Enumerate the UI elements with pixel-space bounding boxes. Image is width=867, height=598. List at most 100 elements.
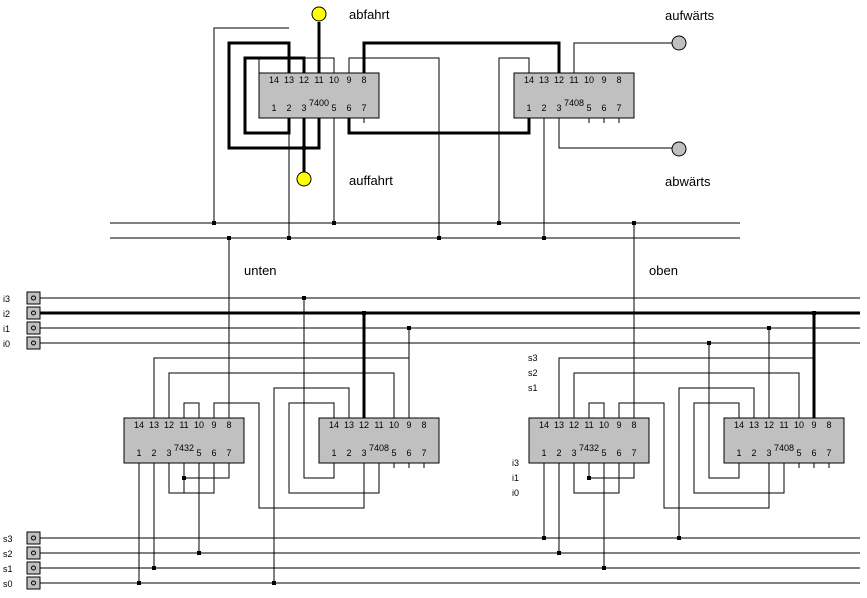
switch-s2[interactable] [26, 546, 41, 560]
wires [40, 22, 860, 584]
switch-i2[interactable] [26, 306, 41, 320]
side-label-i0: i0 [512, 488, 519, 498]
pin-label: 13 [749, 420, 759, 430]
label-abfahrt: abfahrt [349, 7, 390, 22]
pin-label: 6 [346, 103, 351, 113]
pin-label: 11 [569, 75, 578, 85]
input-label-s1: s1 [3, 564, 13, 574]
pin-label: 5 [196, 448, 201, 458]
pin-label: 5 [796, 448, 801, 458]
pin-label: 10 [584, 75, 594, 85]
pin-label: 5 [331, 103, 336, 113]
label-auffahrt: auffahrt [349, 173, 393, 188]
led-abwaerts[interactable] [671, 141, 687, 157]
pin-label: 9 [211, 420, 216, 430]
label-oben: oben [649, 263, 678, 278]
pin-label: 1 [736, 448, 741, 458]
chip-body [318, 417, 440, 464]
pin-label: 2 [286, 103, 291, 113]
pin-label: 11 [584, 420, 593, 430]
pin-label: 2 [751, 448, 756, 458]
pin-label: 2 [346, 448, 351, 458]
pin-label: 5 [601, 448, 606, 458]
pin-label: 14 [524, 75, 534, 85]
input-label-s3: s3 [3, 534, 13, 544]
input-label-s2: s2 [3, 549, 13, 559]
pin-label: 12 [359, 420, 369, 430]
pin-label: 6 [811, 448, 816, 458]
chip-name: 7408 [774, 443, 794, 453]
pin-label: 10 [389, 420, 399, 430]
pin-label: 12 [299, 75, 309, 85]
side-label-s3: s3 [528, 353, 538, 363]
chip-name: 7432 [579, 443, 599, 453]
led-aufwaerts[interactable] [671, 35, 687, 51]
switch-s1[interactable] [26, 561, 41, 575]
chip-name: 7408 [564, 98, 584, 108]
chip-body [123, 417, 245, 464]
pin-label: 6 [211, 448, 216, 458]
pin-label: 14 [269, 75, 279, 85]
led-abfahrt[interactable] [311, 6, 327, 22]
pin-label: 1 [271, 103, 276, 113]
pin-label: 2 [541, 103, 546, 113]
pin-label: 3 [766, 448, 771, 458]
chip-body [513, 72, 635, 119]
pin-label: 6 [616, 448, 621, 458]
chip-name: 7432 [174, 443, 194, 453]
pin-label: 8 [361, 75, 366, 85]
pin-label: 10 [329, 75, 339, 85]
junction-dots [137, 146, 816, 585]
pin-label: 8 [226, 420, 231, 430]
switch-s3[interactable] [26, 531, 41, 545]
pin-label: 3 [301, 103, 306, 113]
pin-label: 10 [794, 420, 804, 430]
led-auffahrt[interactable] [296, 171, 312, 187]
chip-body [723, 417, 845, 464]
input-label-i1: i1 [3, 324, 10, 334]
pin-label: 5 [586, 103, 591, 113]
pin-label: 3 [361, 448, 366, 458]
pin-label: 14 [734, 420, 744, 430]
pin-label: 1 [526, 103, 531, 113]
chip-body [258, 72, 380, 119]
pin-label: 5 [391, 448, 396, 458]
pin-label: 3 [166, 448, 171, 458]
pin-label: 7 [826, 448, 831, 458]
pin-label: 2 [151, 448, 156, 458]
side-label-i3: i3 [512, 458, 519, 468]
pin-label: 7 [631, 448, 636, 458]
pin-label: 11 [374, 420, 383, 430]
pin-label: 13 [554, 420, 564, 430]
pin-label: 3 [571, 448, 576, 458]
switch-i0[interactable] [26, 336, 41, 350]
input-label-i3: i3 [3, 294, 10, 304]
switch-s0[interactable] [26, 576, 41, 590]
label-abwaerts: abwärts [665, 174, 711, 189]
pin-label: 14 [134, 420, 144, 430]
side-label-i1: i1 [512, 473, 519, 483]
pin-label: 6 [601, 103, 606, 113]
input-label-i0: i0 [3, 339, 10, 349]
input-label-s0: s0 [3, 579, 13, 589]
pin-label: 7 [361, 103, 366, 113]
switch-i3[interactable] [26, 291, 41, 305]
pin-label: 9 [811, 420, 816, 430]
pin-label: 13 [149, 420, 159, 430]
pin-label: 14 [539, 420, 549, 430]
pin-label: 7 [421, 448, 426, 458]
pin-label: 9 [406, 420, 411, 430]
pin-label: 7 [226, 448, 231, 458]
pin-label: 8 [631, 420, 636, 430]
chip-body [528, 417, 650, 464]
pin-label: 3 [556, 103, 561, 113]
pin-label: 1 [331, 448, 336, 458]
switch-i1[interactable] [26, 321, 41, 335]
pin-label: 10 [599, 420, 609, 430]
